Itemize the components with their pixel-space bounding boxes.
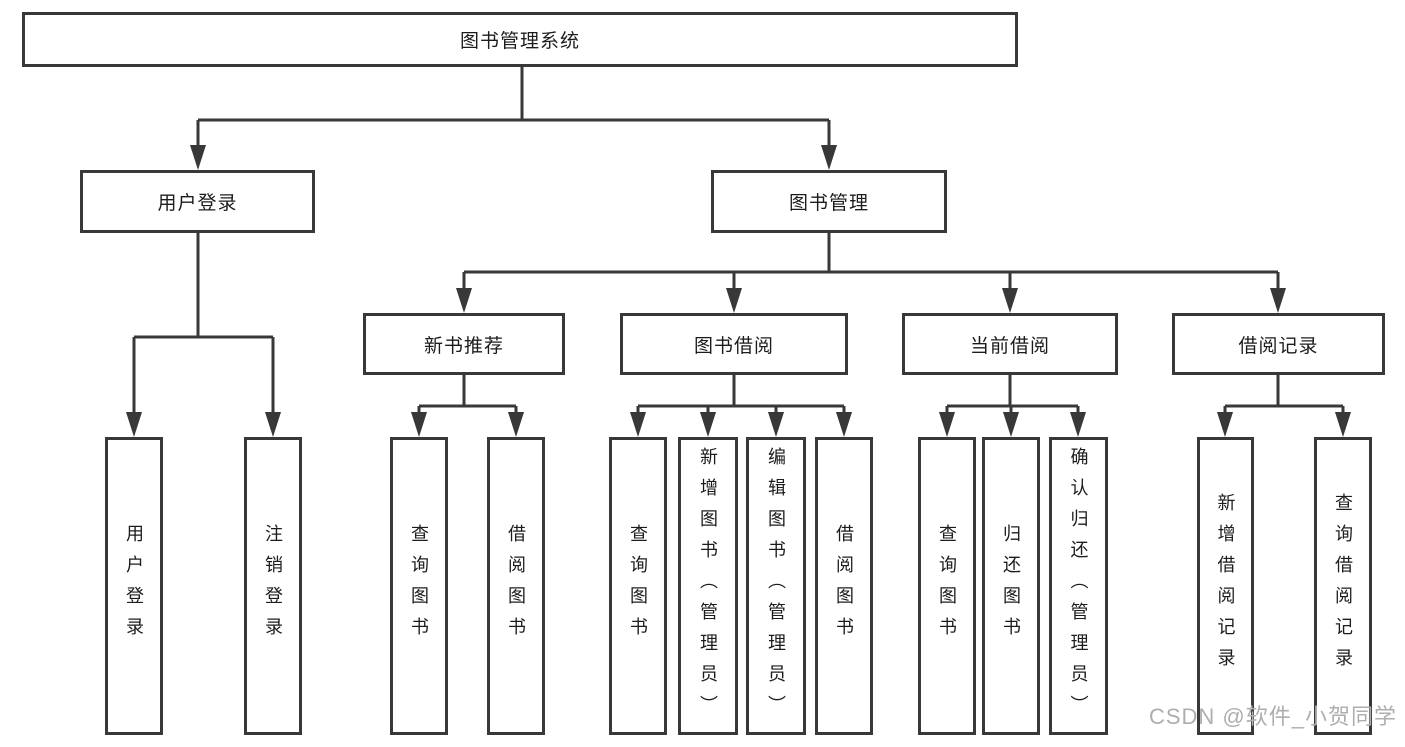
node-label: 用户登录 [124,524,144,648]
node-label: 用户登录 [157,193,238,214]
node-label: 新增借阅记录 [1215,493,1236,679]
leaf-borrow-books: 借阅图书 [815,437,873,735]
node-user-login: 用户登录 [80,170,315,233]
node-label: 查询借阅记录 [1333,493,1353,679]
leaf-query-books: 查询图书 [609,437,667,735]
leaf-add-books-admin: 新增图书（管理员） [678,437,738,735]
node-book-borrowing: 图书借阅 [620,313,848,375]
node-label: 借阅记录 [1238,335,1319,357]
leaf-add-borrow-record: 新增借阅记录 [1197,437,1254,735]
node-root-system: 图书管理系统 [22,12,1018,67]
node-label: 新书推荐 [423,335,504,357]
connector-root-to-level2 [190,67,837,170]
leaf-query-books: 查询图书 [390,437,448,735]
leaf-borrow-books: 借阅图书 [487,437,545,735]
leaf-query-borrow-record: 查询借阅记录 [1314,437,1372,735]
node-book-management: 图书管理 [711,170,947,233]
node-label: 当前借阅 [969,335,1050,357]
node-label: 图书管理系统 [459,31,580,52]
connector-bookmgmt-to-level3 [456,233,1286,313]
node-label: 新增图书（管理员） [698,446,718,726]
node-label: 注销登录 [263,524,283,648]
node-new-book-recommend: 新书推荐 [363,313,565,375]
node-label: 查询图书 [628,524,648,648]
leaf-confirm-return-admin: 确认归还（管理员） [1049,437,1108,735]
leaf-query-books: 查询图书 [918,437,976,735]
node-label: 图书管理 [788,193,869,214]
node-current-borrowing: 当前借阅 [902,313,1118,375]
node-label: 图书借阅 [693,335,774,357]
leaf-user-login: 用户登录 [105,437,163,735]
csdn-watermark: CSDN @软件_小贺同学 [1148,704,1397,729]
connector-userlogin-to-leaves [126,233,281,437]
leaf-return-books: 归还图书 [982,437,1040,735]
connector-borrow-to-leaves [630,375,852,437]
leaf-logout: 注销登录 [244,437,302,735]
node-label: 查询图书 [409,524,429,648]
node-label: 借阅图书 [834,524,854,648]
connector-newrec-to-leaves [411,375,524,437]
node-label: 编辑图书（管理员） [766,446,786,726]
connector-current-to-leaves [939,375,1086,437]
node-borrowing-records: 借阅记录 [1172,313,1385,375]
node-label: 归还图书 [1001,524,1021,648]
node-label: 借阅图书 [506,524,526,648]
node-label: 查询图书 [937,524,957,648]
connector-records-to-leaves [1217,375,1351,437]
leaf-edit-books-admin: 编辑图书（管理员） [746,437,806,735]
node-label: 确认归还（管理员） [1068,446,1089,726]
